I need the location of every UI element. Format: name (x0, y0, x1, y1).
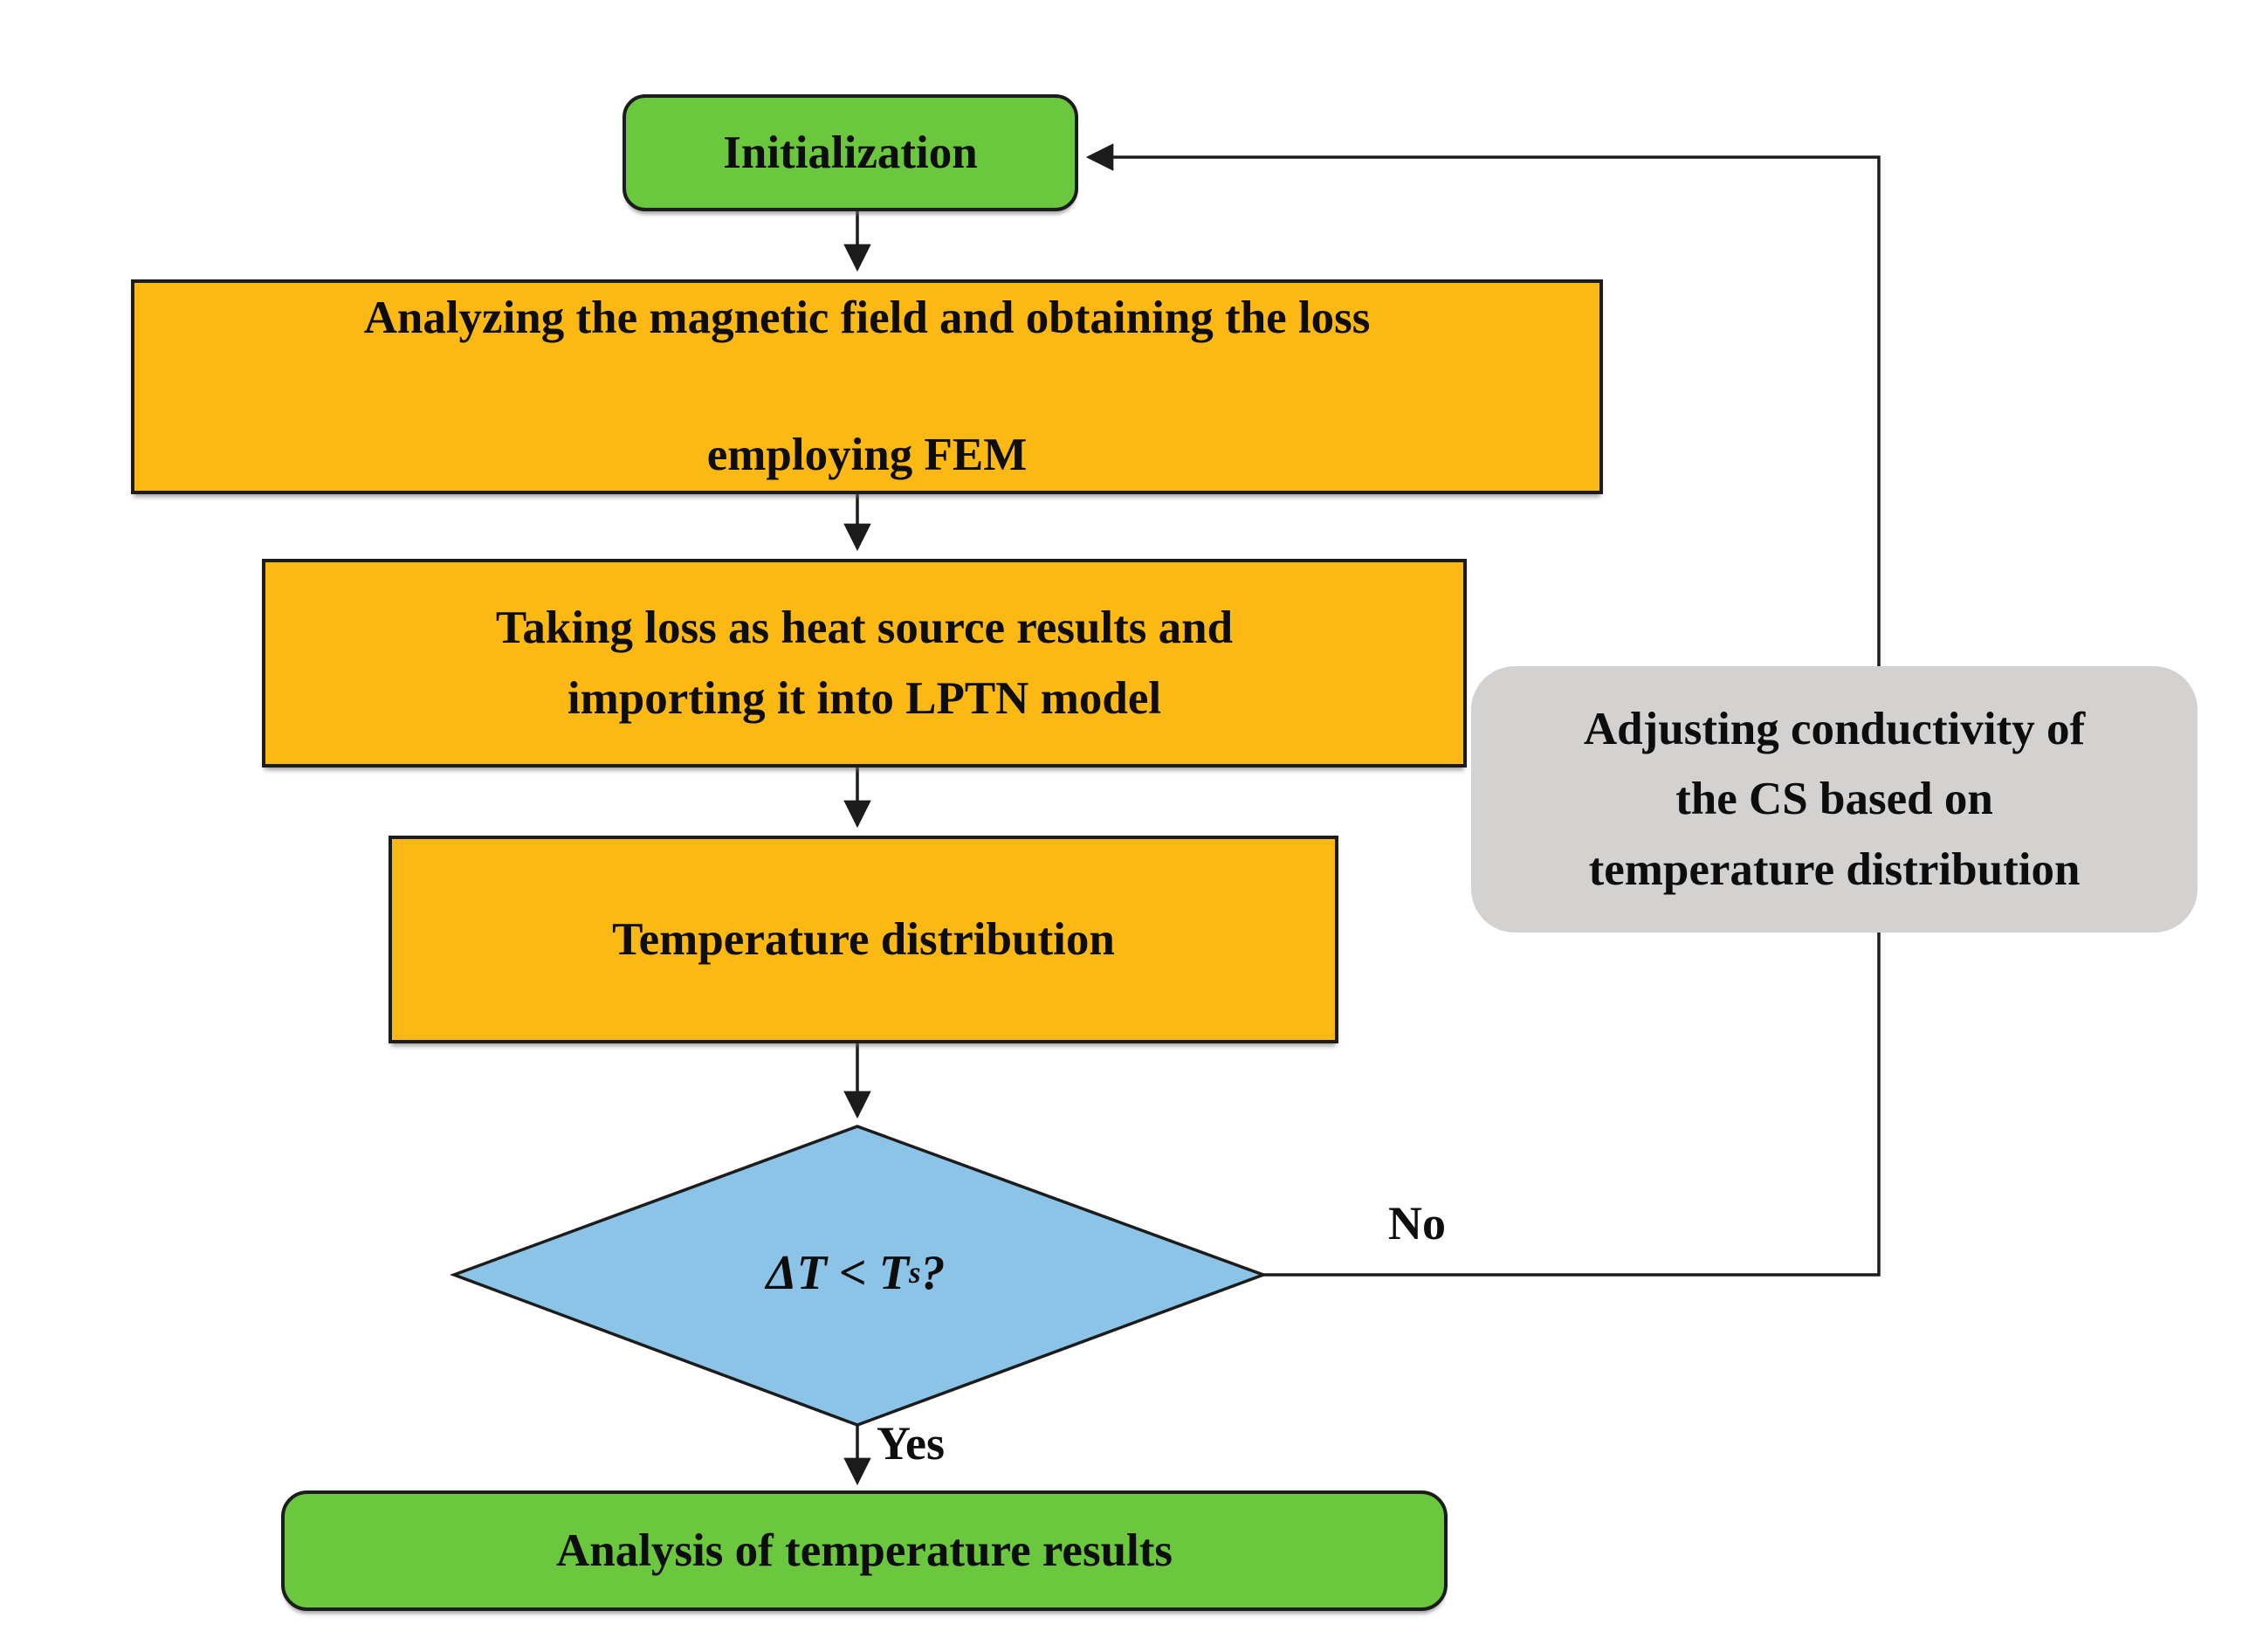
node-fem-analysis-line2: employing FEM (706, 430, 1028, 480)
node-initialization-label: Initialization (723, 127, 978, 178)
node-lptn-import-line2: importing it into LPTN model (567, 672, 1162, 724)
edge-label-yes: Yes (877, 1417, 945, 1470)
decision-diamond (449, 1125, 1269, 1427)
node-lptn-import-line1: Taking loss as heat source results and (495, 602, 1234, 653)
edge-label-no: No (1388, 1197, 1446, 1249)
node-adjust-conductivity-line2: the CS based on (1675, 774, 1993, 825)
node-analysis-results: Analysis of temperature results (281, 1490, 1448, 1611)
node-fem-analysis: Analyzing the magnetic field and obtaini… (131, 279, 1603, 494)
decision-label-prefix: ΔT < T (766, 1246, 909, 1300)
node-analysis-results-label: Analysis of temperature results (555, 1525, 1173, 1576)
node-adjust-conductivity: Adjusting conductivity of the CS based o… (1471, 666, 2198, 933)
node-temperature-distribution-label: Temperature distribution (612, 913, 1115, 965)
node-fem-analysis-line1: Analyzing the magnetic field and obtaini… (363, 293, 1371, 344)
node-initialization: Initialization (622, 94, 1078, 211)
decision-label-suffix: ? (920, 1246, 946, 1300)
node-adjust-conductivity-line3: temperature distribution (1588, 843, 2081, 895)
node-adjust-conductivity-line1: Adjusting conductivity of (1583, 703, 2086, 754)
node-lptn-import: Taking loss as heat source results and i… (262, 559, 1467, 767)
node-temperature-distribution: Temperature distribution (389, 836, 1338, 1043)
